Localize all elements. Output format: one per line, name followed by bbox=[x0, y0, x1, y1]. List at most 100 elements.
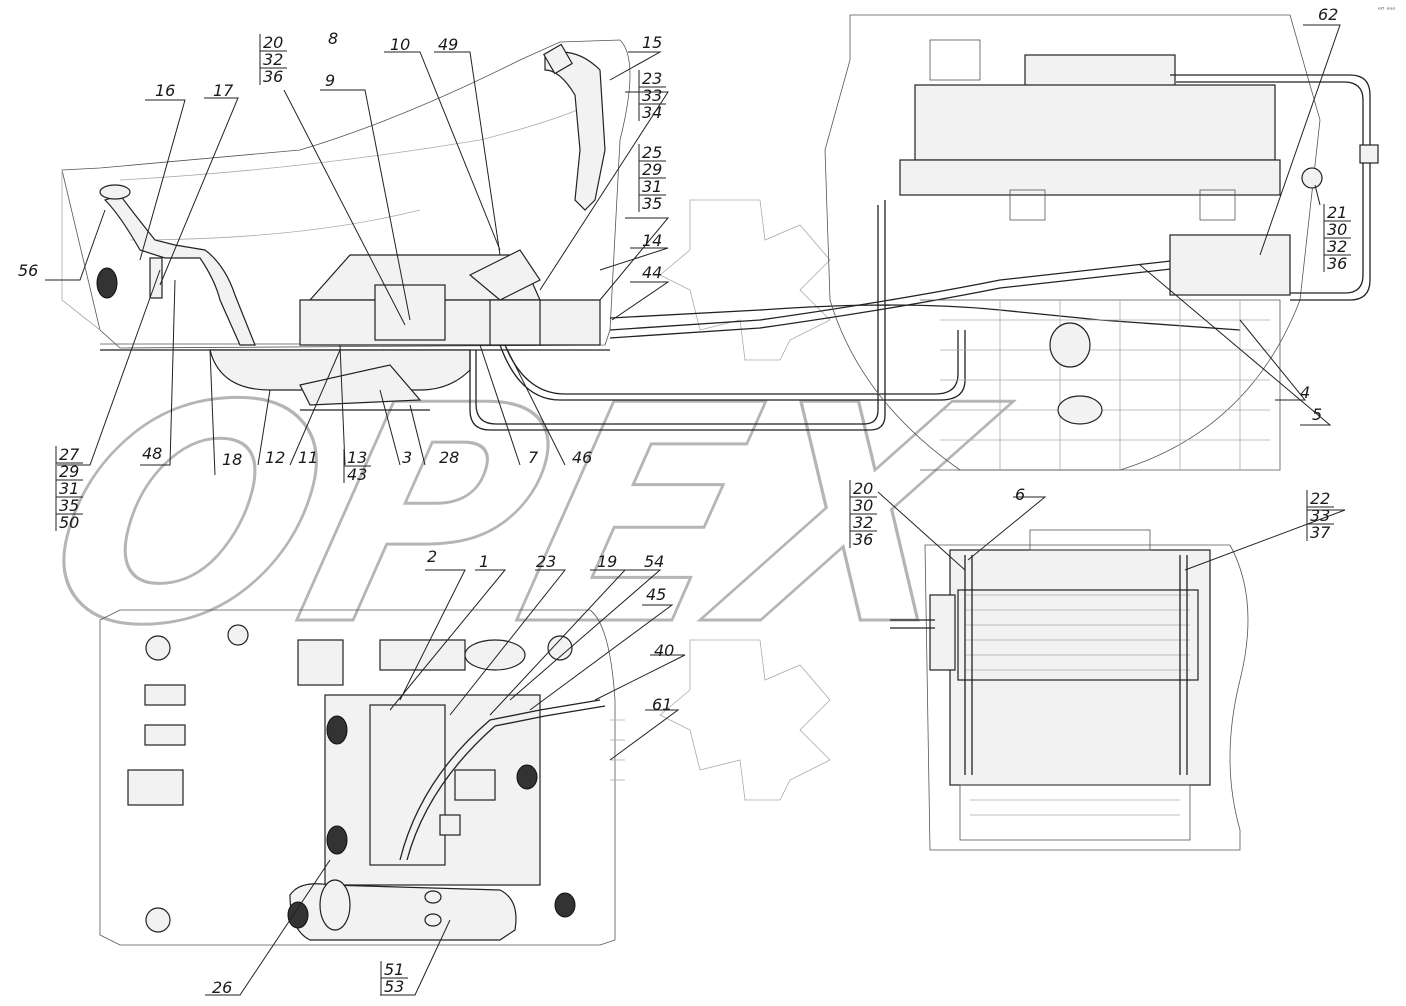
callout-number: 11 bbox=[298, 448, 318, 467]
callout-number: 35 bbox=[642, 194, 662, 213]
callout-number: 50 bbox=[59, 513, 79, 532]
callout-number: 44 bbox=[642, 263, 662, 282]
callout-number: 33 bbox=[1310, 506, 1330, 525]
callout-12: 12 bbox=[265, 448, 285, 467]
callout-number: 8 bbox=[328, 29, 338, 48]
callout-number: 26 bbox=[212, 978, 232, 997]
callout-number: 19 bbox=[597, 552, 617, 571]
callout-number: 18 bbox=[222, 450, 242, 469]
callout-number: 54 bbox=[644, 552, 664, 571]
callout-number: 5 bbox=[1312, 405, 1322, 424]
floor-plan-assembly bbox=[99, 609, 625, 946]
callout-56: 56 bbox=[18, 261, 38, 280]
callout-28: 28 bbox=[439, 448, 459, 467]
callout-number: 23 bbox=[536, 552, 556, 571]
callout-6: 6 bbox=[1015, 485, 1025, 504]
callout-number: 30 bbox=[1327, 220, 1347, 239]
callout-number: 29 bbox=[59, 462, 79, 481]
callout-7: 7 bbox=[528, 448, 539, 467]
callout-number: 23 bbox=[642, 69, 662, 88]
callout-15: 15 bbox=[642, 33, 662, 52]
callout-number: 32 bbox=[263, 50, 283, 69]
callout-8: 8 bbox=[328, 29, 338, 48]
callout-number: 31 bbox=[59, 479, 79, 498]
callout-5: 5 bbox=[1312, 405, 1322, 424]
callout-number: 36 bbox=[263, 67, 283, 86]
callout-number: 35 bbox=[59, 496, 79, 515]
callout-48: 48 bbox=[142, 444, 162, 463]
callout-number: 20 bbox=[853, 479, 873, 498]
callout-number: 34 bbox=[642, 103, 662, 122]
callout-3: 3 bbox=[402, 448, 412, 467]
heat-exchanger-assembly bbox=[890, 529, 1249, 851]
callout-1: 1 bbox=[479, 552, 489, 571]
callout-number: 62 bbox=[1318, 5, 1338, 24]
callout-number: 6 bbox=[1015, 485, 1025, 504]
callout-11: 11 bbox=[298, 448, 318, 467]
callout-number: 17 bbox=[213, 81, 234, 100]
callout-number: 9 bbox=[325, 71, 335, 90]
callout-number: 4 bbox=[1300, 383, 1310, 402]
callout-44: 44 bbox=[642, 263, 662, 282]
callout-number: 32 bbox=[1327, 237, 1347, 256]
leader-lines bbox=[45, 24, 1346, 996]
callout-number: 46 bbox=[572, 448, 592, 467]
callout-40: 40 bbox=[654, 641, 674, 660]
callout-17: 17 bbox=[213, 81, 234, 100]
callout-number: 53 bbox=[384, 977, 404, 996]
callout-14: 14 bbox=[642, 231, 662, 250]
callout-number: 30 bbox=[853, 496, 873, 515]
callout-number: 14 bbox=[642, 231, 662, 250]
callout-19: 19 bbox=[597, 552, 617, 571]
callout-number: 13 bbox=[347, 448, 367, 467]
callout-10: 10 bbox=[390, 35, 410, 54]
callout-number: 12 bbox=[265, 448, 285, 467]
callout-number: 32 bbox=[853, 513, 873, 532]
callout-number: 48 bbox=[142, 444, 162, 463]
callout-2: 2 bbox=[427, 547, 437, 566]
callout-46: 46 bbox=[572, 448, 592, 467]
callout-number: 25 bbox=[642, 143, 662, 162]
callout-26: 26 bbox=[212, 978, 232, 997]
callout-9: 9 bbox=[325, 71, 335, 90]
callout-number: 7 bbox=[528, 448, 539, 467]
callout-number: 27 bbox=[59, 445, 80, 464]
callout-number: 10 bbox=[390, 35, 410, 54]
engine-assembly bbox=[824, 14, 1379, 471]
svg-text:OPEX: OPEX bbox=[18, 341, 1029, 691]
watermark: OPEX bbox=[16, 199, 1030, 801]
callout-number: 37 bbox=[1310, 523, 1331, 542]
callout-number: 29 bbox=[642, 160, 662, 179]
callout-number: 43 bbox=[347, 465, 367, 484]
callout-number: 20 bbox=[263, 33, 283, 52]
callout-number: 36 bbox=[1327, 254, 1347, 273]
callout-number: 2 bbox=[427, 547, 437, 566]
callout-number: 45 bbox=[646, 585, 666, 604]
corner-mark: ᵒᴼ ᵒᵒᵒ bbox=[1378, 6, 1395, 14]
callout-number: 21 bbox=[1327, 203, 1347, 222]
callout-number: 28 bbox=[439, 448, 459, 467]
callout-61: 61 bbox=[652, 695, 672, 714]
callout-number: 1 bbox=[479, 552, 489, 571]
callout-number: 51 bbox=[384, 960, 404, 979]
callout-62: 62 bbox=[1318, 5, 1338, 24]
callout-number: 15 bbox=[642, 33, 662, 52]
callout-number: 49 bbox=[438, 35, 458, 54]
callout-number: 22 bbox=[1310, 489, 1330, 508]
callout-4: 4 bbox=[1300, 383, 1310, 402]
callout-number: 36 bbox=[853, 530, 873, 549]
cab-ducting-assembly bbox=[61, 39, 1241, 431]
callout-49: 49 bbox=[438, 35, 458, 54]
callout-23: 23 bbox=[536, 552, 556, 571]
